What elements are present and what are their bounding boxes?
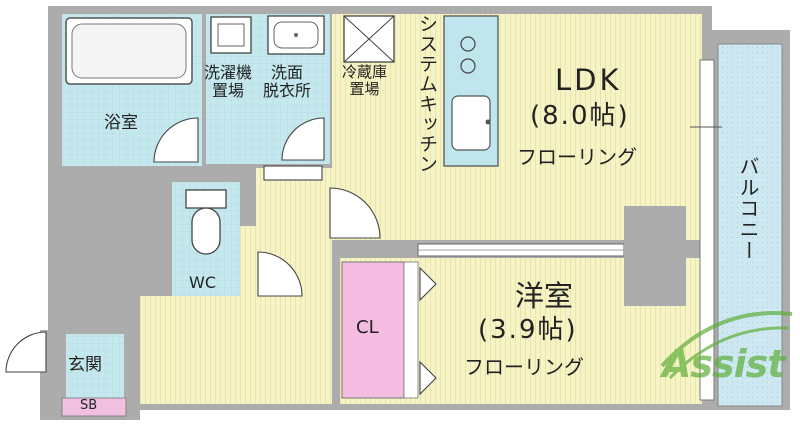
ldk-floor: フローリング [517,145,637,169]
balcony [717,43,783,407]
window-frame [699,59,715,401]
closet-edge [403,261,419,399]
pillar [624,206,686,306]
fridge-label: 冷蔵庫 置場 [342,63,388,99]
washer-label: 洗濯機 置場 [204,63,253,101]
bath-label: 浴室 [104,113,138,133]
balcony-label: バルコニー [736,156,760,261]
washer-icon [210,16,252,54]
toilet-icon [185,189,227,255]
western-size: (3.9帖) [478,315,578,345]
bathtub [65,17,193,85]
ldk-name: LDK [555,63,622,97]
fridge-icon [343,15,395,63]
entrance [66,334,124,398]
kitchen-label: システムキッチン [416,14,438,174]
ldk-size: (8.0帖) [530,101,630,131]
sink-icon [267,15,325,55]
toilet-label: WC [189,273,216,292]
western-floor: フローリング [464,355,584,379]
western-name: 洋室 [515,279,574,313]
entrance-label: 玄関 [68,355,102,375]
closet-label: CL [356,317,379,338]
kitchen-counter [443,15,499,167]
closet [341,261,405,399]
washroom-label: 洗面 脱衣所 [263,63,312,101]
doors [5,117,437,396]
shoebox-label: SB [80,398,98,413]
assist-watermark-logo: Assist [656,306,796,410]
shoebox [61,397,127,417]
watermark-text: Assist [662,342,785,386]
